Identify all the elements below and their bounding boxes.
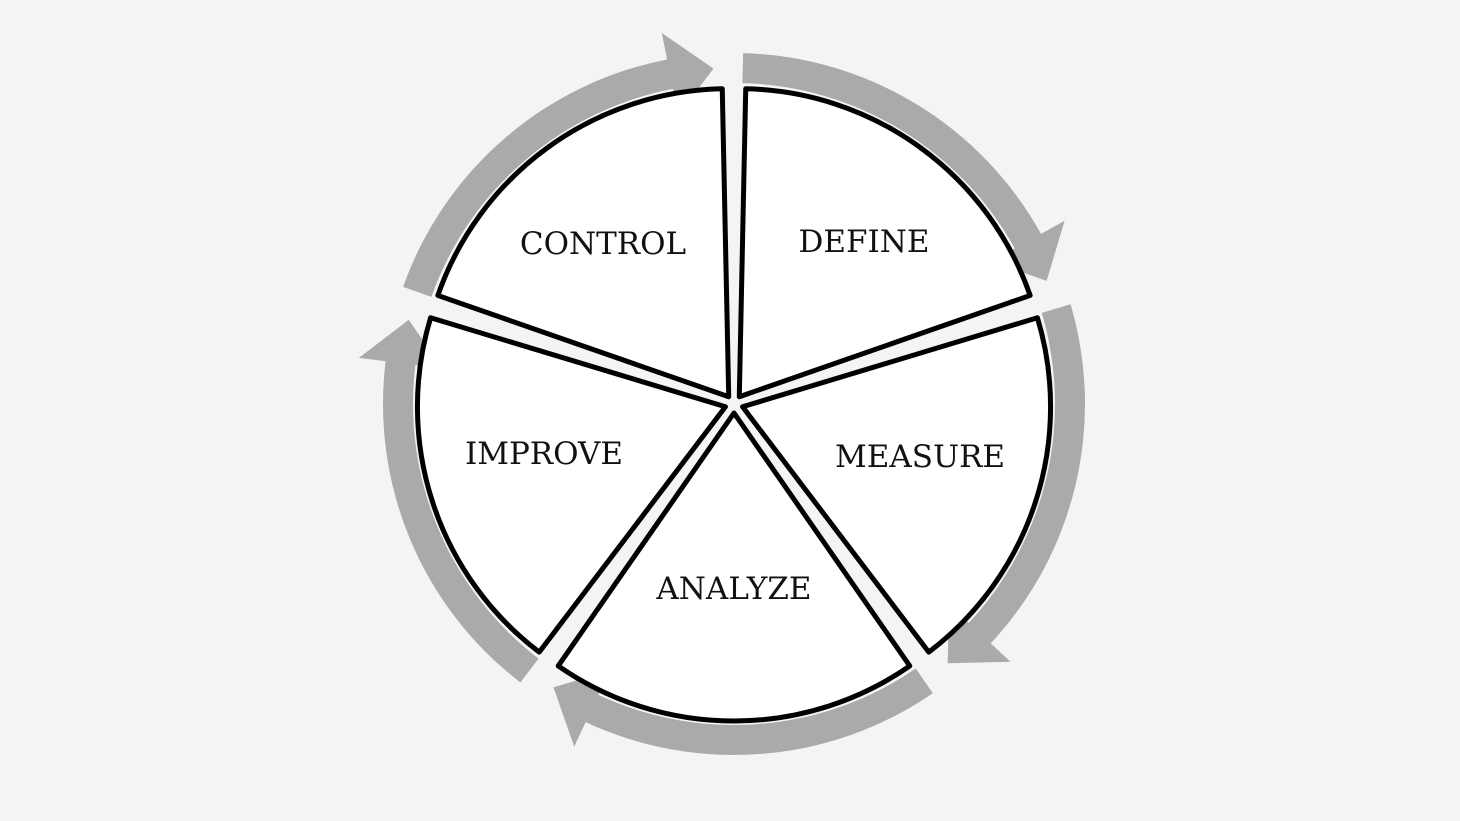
segment-control (435, 86, 732, 400)
stage-label-improve: IMPROVE (465, 436, 623, 472)
segment-define (736, 86, 1033, 400)
segment-improve (414, 315, 728, 655)
cycle-arrow-icon (358, 319, 539, 683)
segment-measure (740, 315, 1054, 655)
stage-label-measure: MEASURE (835, 439, 1005, 475)
cycle-arrow-icon (742, 53, 1065, 281)
cycle-arrow-icon (947, 304, 1086, 664)
cycle-arrow-icon (553, 668, 933, 755)
stage-label-analyze: ANALYZE (655, 571, 811, 607)
stage-label-define: DEFINE (799, 224, 930, 260)
stage-label-control: CONTROL (520, 226, 686, 262)
cycle-arrow-icon (403, 32, 714, 297)
segment-analyze (555, 410, 913, 724)
